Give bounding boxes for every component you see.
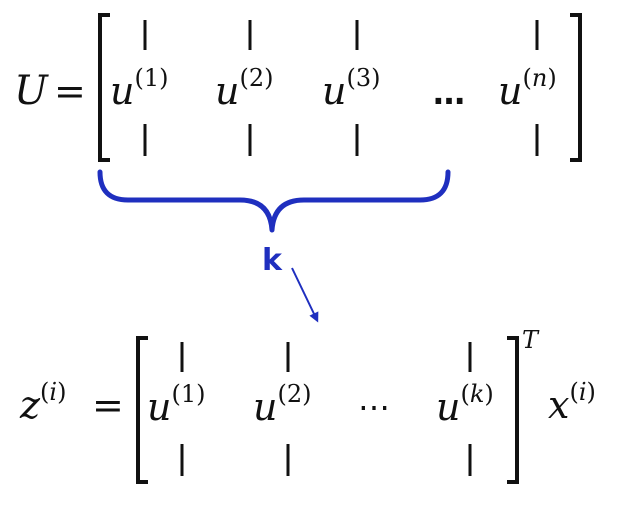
top-lhs-U: U: [14, 68, 49, 114]
svg-text:x(i): x(i): [548, 378, 596, 427]
svg-text:z(i): z(i): [19, 378, 66, 427]
top-col3-base: u: [322, 69, 346, 113]
brace-arrow: [291, 267, 319, 323]
top-col1-base: u: [110, 69, 134, 113]
top-col3-index: 3: [356, 64, 371, 92]
bottom-equals-sign: =: [92, 383, 124, 427]
bottom-lhs-index: i: [49, 378, 57, 406]
svg-text:u(1): u(1): [147, 380, 206, 429]
svg-text:u(n): u(n): [498, 64, 557, 113]
svg-text:u(3): u(3): [322, 64, 381, 113]
top-column-n: u(n): [498, 20, 557, 156]
svg-text:u(2): u(2): [215, 64, 274, 113]
bottom-column-1: u(1): [147, 342, 206, 476]
bottom-col1-index: 1: [181, 380, 196, 408]
bottom-column-2: u(2): [253, 342, 312, 476]
bottom-column-k: u(k): [436, 342, 494, 476]
bottom-colk-index: k: [470, 380, 485, 408]
bottom-lhs-base: z: [19, 383, 41, 427]
top-equation: U = u(1) u(2) u(3): [14, 13, 582, 162]
bottom-col2-base: u: [253, 385, 277, 429]
bottom-equation: z(i) = u(1) u(2) ⋯ u(k): [19, 326, 596, 484]
top-coln-index: n: [532, 64, 547, 92]
rhs-x-base: x: [548, 383, 569, 427]
bottom-right-bracket: [507, 336, 519, 484]
top-column-2: u(2): [215, 20, 274, 156]
svg-text:u(2): u(2): [253, 380, 312, 429]
brace-label-k: k: [262, 243, 283, 278]
selection-brace-group: k: [97, 169, 451, 323]
top-coln-base: u: [498, 69, 522, 113]
bottom-colk-base: u: [436, 385, 460, 429]
bottom-left-bracket: [136, 336, 148, 484]
bottom-ellipsis: ⋯: [358, 388, 390, 426]
top-col2-index: 2: [249, 64, 264, 92]
curly-brace: [97, 169, 451, 233]
bottom-col1-base: u: [147, 385, 171, 429]
top-left-bracket: [98, 13, 110, 162]
top-ellipsis: …: [433, 74, 465, 112]
transpose-superscript: T: [522, 326, 540, 354]
top-column-1: u(1): [110, 20, 169, 156]
top-right-bracket: [570, 13, 582, 162]
svg-text:u(k): u(k): [436, 380, 494, 429]
top-col1-index: 1: [144, 64, 159, 92]
rhs-x-index: i: [579, 378, 587, 406]
top-col2-base: u: [215, 69, 239, 113]
bottom-col2-index: 2: [287, 380, 302, 408]
top-column-3: u(3): [322, 20, 381, 156]
top-equals-sign: =: [54, 69, 86, 113]
svg-text:u(1): u(1): [110, 64, 169, 113]
